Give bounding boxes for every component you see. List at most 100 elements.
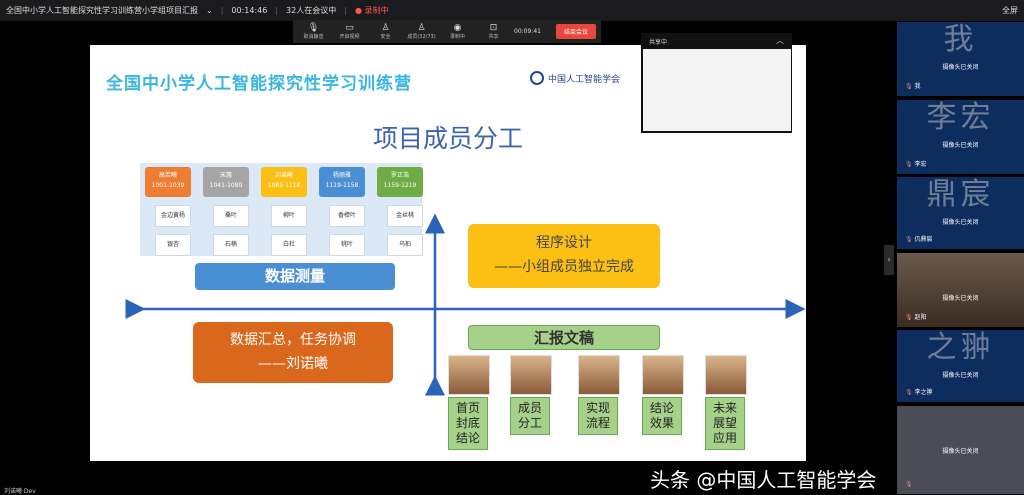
participant-tile[interactable]: 鼎宸摄像头已关闭 🎙 仉鼎宸 [897, 177, 1024, 249]
participant-name: 🎙 [905, 481, 913, 488]
watermark: 头条 @中国人工智能学会 [650, 468, 877, 492]
avatar: 李宏 [926, 100, 995, 135]
report-part: 未来展望应用 [705, 355, 747, 450]
camera-off-label: 摄像头已关闭 [942, 219, 979, 226]
program-title: 程序设计 [536, 235, 592, 251]
recording-indicator: ● 录制中 [354, 6, 389, 15]
fullscreen-button[interactable]: 全屏 [1002, 6, 1018, 15]
member-photo [705, 355, 747, 395]
mic-muted-icon: 🎙 [905, 236, 913, 243]
mic-muted-icon: 🎙 [905, 314, 913, 321]
camera-off-label: 摄像头已关闭 [942, 64, 979, 71]
participant-name: 🎙 我 [905, 83, 921, 90]
participant-tile[interactable]: 李宏摄像头已关闭 🎙 李宏 [897, 100, 1024, 174]
participant-count[interactable]: 32人在会议中 [286, 6, 337, 15]
report-part-label: 首页封底结论 [448, 397, 488, 450]
participant-name: 🎙 赵阳 [905, 314, 927, 321]
member-photo [642, 355, 684, 395]
mic-muted-icon: 🎙 [905, 83, 913, 90]
member-photo [510, 355, 552, 395]
thumbnail-label: 共享中 [649, 39, 668, 46]
chevron-down-icon[interactable]: ⌄ [206, 6, 213, 15]
axis-arrows [125, 213, 806, 396]
camera-off-label: 摄像头已关闭 [942, 448, 979, 455]
leaf-item: 白杜 [271, 234, 307, 256]
self-name-label: 刘诺曦·Dev [4, 488, 36, 495]
report-part-label: 结论效果 [642, 397, 682, 435]
share-timer: 00:09:41 [514, 28, 541, 35]
participant-name: 🎙 李之翀 [905, 389, 933, 396]
participant-name: 🎙 李宏 [905, 161, 927, 168]
report-part: 成员分工 [510, 355, 552, 435]
summary-sub: ——刘诺曦 [258, 356, 328, 372]
data-measure-bar: 数据测量 [195, 263, 395, 290]
leaf-item: 桃叶 [329, 234, 365, 256]
participant-tile[interactable]: 摄像头已关闭 🎙 赵阳 [897, 253, 1024, 327]
report-part-label: 实现流程 [578, 397, 618, 435]
video-icon: ▭ [345, 23, 354, 33]
end-meeting-button[interactable]: 结束会议 [555, 24, 596, 39]
unmute-button[interactable]: 🎙取消静音 [303, 23, 324, 40]
avatar: 我 [943, 22, 978, 57]
summary-box: 数据汇总，任务协调 ——刘诺曦 [193, 322, 393, 383]
collapse-icon[interactable]: ︿ [776, 36, 784, 45]
avatar: 之翀 [926, 330, 995, 365]
meeting-timer: 00:14:46 [231, 6, 268, 15]
leaf-item: 香樟叶 [329, 205, 365, 227]
camera-off-label: 摄像头已关闭 [942, 142, 979, 149]
leaf-item: 乌桕 [387, 234, 423, 256]
avatar: 鼎宸 [926, 177, 995, 212]
leaf-item: 柳叶 [271, 205, 307, 227]
share-button[interactable]: ⊡共享 [488, 23, 499, 40]
report-part: 结论效果 [642, 355, 684, 435]
report-part: 首页封底结论 [448, 355, 490, 450]
report-header: 汇报文稿 [468, 325, 660, 350]
camera-off-label: 摄像头已关闭 [942, 372, 979, 379]
participant-tile[interactable]: 之翀摄像头已关闭 🎙 李之翀 [897, 330, 1024, 402]
participant-tile[interactable]: 我摄像头已关闭 🎙 我 [897, 22, 1024, 96]
record-icon: ◉ [453, 23, 462, 33]
slide-banner: 全国中小学人工智能探究性学习训练营 [106, 74, 412, 94]
participant-tile[interactable]: 摄像头已关闭 🎙 [897, 406, 1024, 494]
mic-muted-icon: 🎙 [905, 481, 913, 488]
member-photo [578, 355, 620, 395]
meeting-toolbar: 🎙取消静音 ▭开启视频 ♙安全 ♙成员(32/73) ◉录制中 ⊡共享 00:0… [293, 20, 601, 43]
program-sub: ——小组成员独立完成 [494, 259, 634, 275]
video-button[interactable]: ▭开启视频 [339, 23, 360, 40]
panel-toggle-icon[interactable]: › [884, 245, 894, 275]
summary-title: 数据汇总，任务协调 [230, 332, 356, 348]
members-icon: ♙ [417, 23, 426, 33]
members-button[interactable]: ♙成员(32/73) [407, 23, 436, 40]
meeting-title[interactable]: 全国中小学人工智能探究性学习训练营小学组项目汇报 [6, 6, 198, 15]
record-button[interactable]: ◉录制中 [449, 23, 465, 40]
mic-muted-icon: 🎙 [307, 23, 320, 33]
leaf-item: 石楠 [213, 234, 249, 256]
leaf-item: 银杏 [155, 234, 191, 256]
mic-muted-icon: 🎙 [905, 389, 913, 396]
share-thumbnail[interactable]: 共享中 ︿ [641, 33, 792, 133]
participant-name: 🎙 仉鼎宸 [905, 236, 933, 243]
program-design-box: 程序设计 ——小组成员独立完成 [468, 224, 660, 288]
meeting-topbar: 全国中小学人工智能探究性学习训练营小学组项目汇报 ⌄ | 00:14:46 | … [0, 0, 1024, 21]
report-part-label: 成员分工 [510, 397, 550, 435]
share-icon: ⊡ [489, 23, 498, 33]
slide-title: 项目成员分工 [372, 124, 523, 153]
camera-off-label: 摄像头已关闭 [942, 295, 979, 302]
report-part: 实现流程 [578, 355, 620, 435]
leaf-item: 桑叶 [213, 205, 249, 227]
member-photo [448, 355, 490, 395]
mic-muted-icon: 🎙 [905, 161, 913, 168]
leaf-item: 金丝桃 [387, 205, 423, 227]
security-button[interactable]: ♙安全 [380, 23, 391, 40]
